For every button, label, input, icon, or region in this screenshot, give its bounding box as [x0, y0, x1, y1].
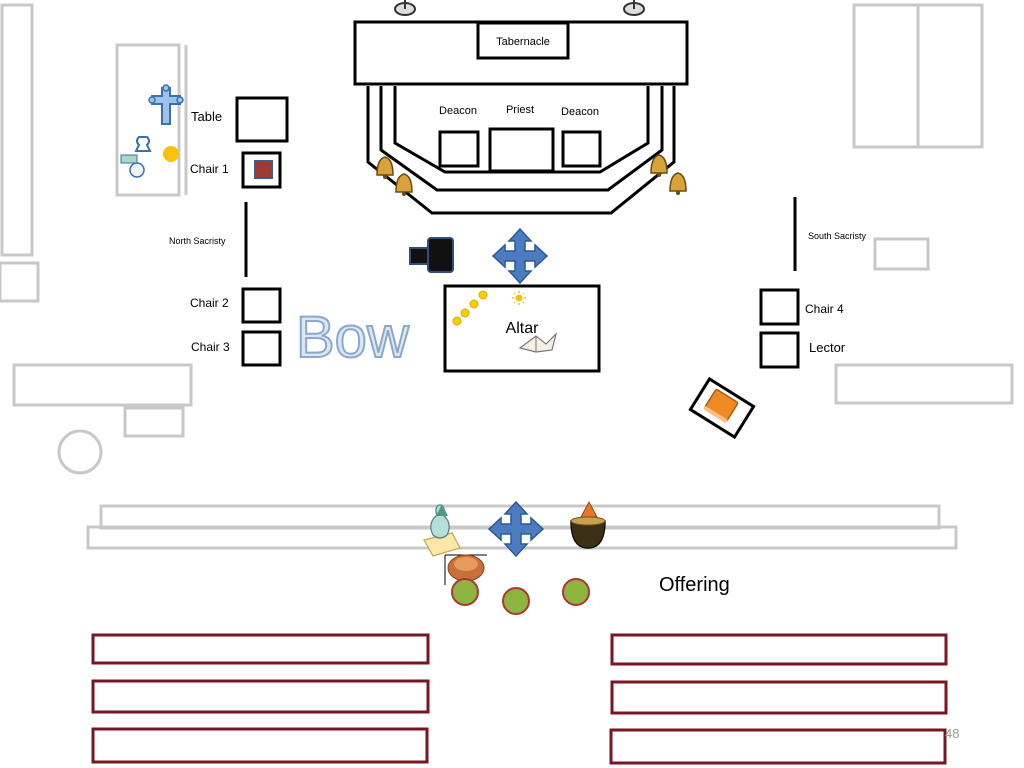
tabernacle-labels: Tabernacle Deacon Priest Deacon [439, 36, 599, 118]
cruet-icon [423, 504, 461, 557]
credence-outline [115, 43, 181, 197]
pew-left-3 [91, 727, 429, 764]
deacon-seat-left [438, 130, 480, 168]
left-wall-box [0, 261, 40, 303]
priest-seat [488, 127, 555, 173]
bell-icon [650, 154, 668, 177]
background-furniture [0, 3, 1014, 550]
move-arrows-icon [491, 227, 549, 285]
bell-icon [376, 156, 394, 179]
cruet-icon [120, 136, 152, 178]
left-labels: Table Chair 1 North Sacristy Chair 2 Cha… [169, 109, 230, 354]
person-marker [451, 578, 479, 606]
pew-left-1 [91, 633, 430, 665]
chair-4 [759, 288, 800, 326]
bread-basket-icon [444, 554, 487, 585]
pew-right-3 [609, 728, 947, 765]
left-stool [123, 406, 185, 438]
deacon-seat-right [561, 130, 602, 168]
pews [91, 633, 948, 765]
bell-icon [395, 173, 413, 196]
lector-label: Lector [809, 340, 846, 355]
left-wall-cabinet [0, 3, 34, 257]
chair-1-occupant [254, 160, 273, 179]
tabernacle-area [353, 20, 689, 215]
bow-label: Bow [296, 305, 410, 370]
camera-icon [409, 237, 454, 273]
chair-3 [241, 330, 282, 367]
step-middle [379, 86, 664, 192]
lector-chair [759, 331, 800, 369]
chair-2-label: Chair 2 [190, 296, 229, 310]
altar [443, 284, 601, 373]
processional-cross-icon [148, 84, 184, 125]
pew-left-2 [91, 679, 430, 714]
right-small-box [873, 237, 930, 271]
pew-right-1 [610, 633, 948, 666]
table-label: Table [191, 109, 222, 124]
altar-bells [376, 154, 687, 196]
left-seating [235, 96, 289, 367]
priest-label: Priest [506, 104, 534, 116]
right-seating [759, 197, 800, 369]
tabernacle-box [476, 21, 570, 60]
pew-right-2 [610, 680, 948, 715]
move-arrows-icon [487, 500, 545, 558]
chair-3-label: Chair 3 [191, 340, 230, 354]
offering-label: Offering [659, 574, 730, 596]
lectionary-book-icon [688, 376, 756, 440]
collection-bowl-icon [570, 500, 606, 549]
person-marker [502, 587, 530, 615]
sun-icon [512, 291, 526, 305]
chair-2 [241, 287, 282, 324]
chair-1-label: Chair 1 [190, 162, 229, 176]
left-bench [12, 363, 193, 407]
deacon-right-label: Deacon [561, 106, 599, 118]
page-number: 48 [945, 726, 959, 741]
person-marker [562, 578, 590, 606]
step-outer [366, 86, 676, 215]
right-labels: South Sacristy Chair 4 Lector [805, 231, 867, 355]
candle-icon [163, 146, 179, 162]
font-circle [57, 429, 103, 475]
credence-table [235, 96, 289, 143]
altar-label: Altar [506, 320, 540, 337]
chair-4-label: Chair 4 [805, 302, 844, 316]
south-sacristy-label: South Sacristy [808, 231, 867, 241]
open-book-icon [518, 332, 558, 353]
offering-procession [451, 578, 590, 615]
bell-icon [669, 172, 687, 195]
north-sacristy-label: North Sacristy [169, 236, 226, 246]
candle-stands [394, 0, 645, 16]
deacon-left-label: Deacon [439, 105, 477, 117]
right-bench [834, 363, 1014, 405]
candle-icon [452, 290, 488, 326]
tabernacle-label: Tabernacle [496, 36, 550, 48]
